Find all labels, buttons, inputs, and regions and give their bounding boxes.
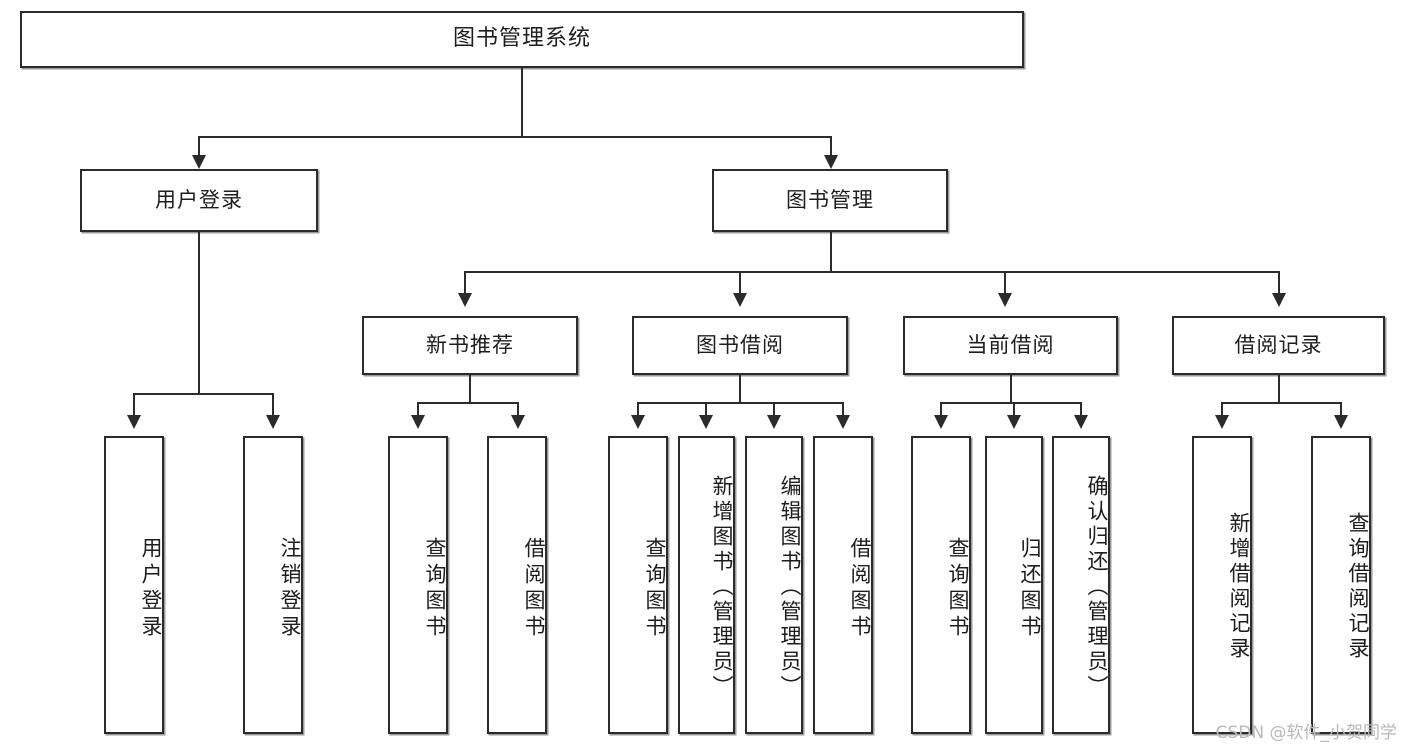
connector-current-borrow-bus — [940, 402, 1081, 404]
connector-to-borrow-record — [1278, 271, 1280, 295]
leaf-借阅图书-图书借阅[interactable]: 借阅图书 — [813, 436, 873, 734]
connector-book-borrow-stem — [739, 375, 741, 403]
connector-bb-drop-3 — [773, 402, 775, 417]
node-借阅记录[interactable]: 借阅记录 — [1172, 316, 1385, 375]
leaf-归还图书[interactable]: 归还图书 — [985, 436, 1043, 734]
arrowhead-leaf-add-book — [699, 415, 713, 429]
arrowhead-leaf-user-logout — [266, 415, 280, 429]
arrowhead-leaf-query-book-3 — [934, 415, 948, 429]
connector-current-borrow-stem — [1010, 375, 1012, 403]
arrowhead-leaf-user-login — [127, 415, 141, 429]
arrowhead-leaf-query-record — [1334, 415, 1348, 429]
connector-new-book-recommend-bus — [417, 402, 519, 404]
connector-nbr-drop-1 — [417, 402, 419, 417]
connector-book-borrow-bus — [637, 402, 843, 404]
leaf-查询图书-图书借阅[interactable]: 查询图书 — [608, 436, 668, 734]
connector-bb-drop-4 — [842, 402, 844, 417]
arrowhead-leaf-return-book — [1007, 415, 1021, 429]
leaf-注销登录[interactable]: 注销登录 — [243, 436, 303, 734]
arrowhead-user-login — [192, 155, 206, 169]
connector-bb-drop-2 — [705, 402, 707, 417]
leaf-查询借阅记录[interactable]: 查询借阅记录 — [1311, 436, 1371, 734]
arrowhead-new-book-recommend — [458, 293, 472, 307]
leaf-确认归还-管理员[interactable]: 确认归还（管理员） — [1052, 436, 1110, 734]
connector-user-login-stem — [198, 232, 200, 394]
connector-book-management-stem — [830, 232, 832, 272]
connector-level3-bus — [464, 271, 1279, 273]
connector-borrow-record-stem — [1278, 375, 1280, 403]
arrowhead-leaf-borrow-book-1 — [511, 415, 525, 429]
connector-nbr-drop-2 — [517, 402, 519, 417]
arrowhead-borrow-record — [1272, 293, 1286, 307]
connector-new-book-recommend-stem — [469, 375, 471, 403]
connector-cb-drop-3 — [1080, 402, 1082, 417]
connector-br-drop-1 — [1221, 402, 1223, 417]
node-新书推荐[interactable]: 新书推荐 — [362, 316, 578, 375]
connector-user-login-drop-1 — [133, 393, 135, 417]
connector-user-login-drop-2 — [272, 393, 274, 417]
connector-bb-drop-1 — [637, 402, 639, 417]
node-用户登录[interactable]: 用户登录 — [80, 169, 318, 232]
node-图书管理[interactable]: 图书管理 — [712, 169, 948, 232]
arrowhead-book-management — [824, 155, 838, 169]
connector-cb-drop-1 — [940, 402, 942, 417]
csdn-watermark: CSDN @软件_小贺同学 — [1215, 723, 1397, 743]
connector-level2-bus — [198, 136, 832, 138]
arrowhead-current-borrow — [998, 293, 1012, 307]
arrowhead-book-borrow — [733, 293, 747, 307]
arrowhead-leaf-borrow-book-2 — [836, 415, 850, 429]
connector-user-login-bus — [133, 393, 273, 395]
connector-to-current-borrow — [1004, 271, 1006, 295]
arrowhead-leaf-edit-book — [767, 415, 781, 429]
leaf-借阅图书-新书推荐[interactable]: 借阅图书 — [487, 436, 547, 734]
node-root-图书管理系统[interactable]: 图书管理系统 — [20, 11, 1024, 68]
arrowhead-leaf-add-record — [1215, 415, 1229, 429]
connector-to-book-borrow — [739, 271, 741, 295]
connector-root-stem — [521, 68, 523, 137]
arrowhead-leaf-query-book-2 — [631, 415, 645, 429]
arrowhead-leaf-query-book-1 — [411, 415, 425, 429]
node-图书借阅[interactable]: 图书借阅 — [632, 316, 848, 375]
connector-to-user-login — [198, 136, 200, 158]
leaf-查询图书-新书推荐[interactable]: 查询图书 — [388, 436, 448, 734]
leaf-新增借阅记录[interactable]: 新增借阅记录 — [1192, 436, 1252, 734]
leaf-新增图书-管理员[interactable]: 新增图书（管理员） — [678, 436, 735, 734]
connector-cb-drop-2 — [1013, 402, 1015, 417]
leaf-编辑图书-管理员[interactable]: 编辑图书（管理员） — [745, 436, 803, 734]
leaf-查询图书-当前借阅[interactable]: 查询图书 — [911, 436, 971, 734]
connector-to-new-book-recommend — [464, 271, 466, 295]
connector-br-drop-2 — [1340, 402, 1342, 417]
connector-borrow-record-bus — [1221, 402, 1341, 404]
node-当前借阅[interactable]: 当前借阅 — [903, 316, 1118, 375]
leaf-用户登录[interactable]: 用户登录 — [104, 436, 164, 734]
arrowhead-leaf-confirm-return — [1074, 415, 1088, 429]
connector-to-book-management — [830, 136, 832, 158]
